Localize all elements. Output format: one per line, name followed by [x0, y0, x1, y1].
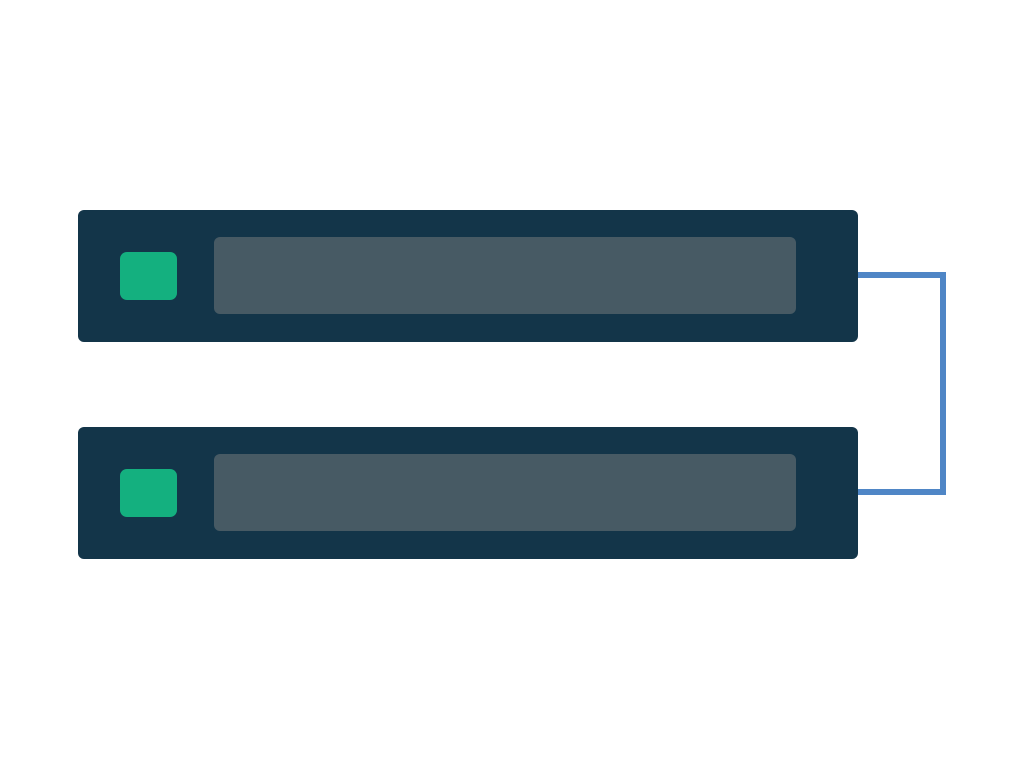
server-unit-2: [78, 427, 858, 559]
drive-bay: [214, 454, 796, 531]
status-led-icon: [120, 469, 177, 517]
status-led-icon: [120, 252, 177, 300]
server-unit-1: [78, 210, 858, 342]
cable-line: [858, 272, 946, 495]
drive-bay: [214, 237, 796, 314]
